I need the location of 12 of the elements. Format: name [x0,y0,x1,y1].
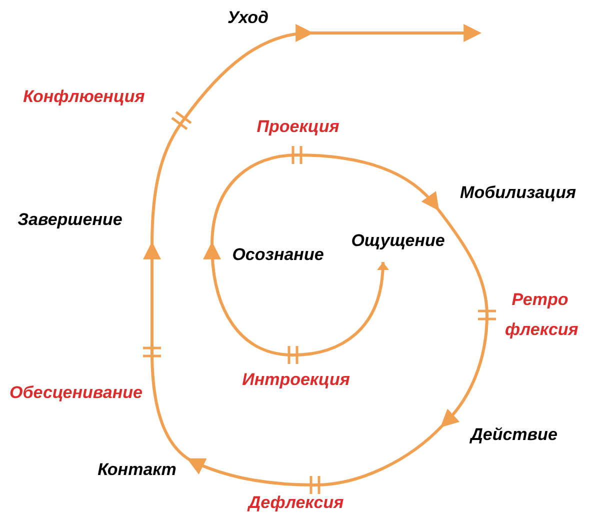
stage-label: Уход [228,7,268,29]
stage-label: Действие [470,424,558,446]
stage-label: Завершение [18,209,122,231]
interruption-label: Обесценивание [10,382,142,404]
stage-label: Осознание [232,244,324,266]
interruption-label: Дефлексия [248,492,344,514]
stage-label: Мобилизация [460,182,576,204]
stage-label: Контакт [98,459,176,481]
interruption-label: Проекция [256,116,340,138]
interruption-label: Конфлюенция [23,86,145,108]
stage-label: Ощущение [351,230,445,252]
interruption-label: Интроекция [242,369,350,391]
